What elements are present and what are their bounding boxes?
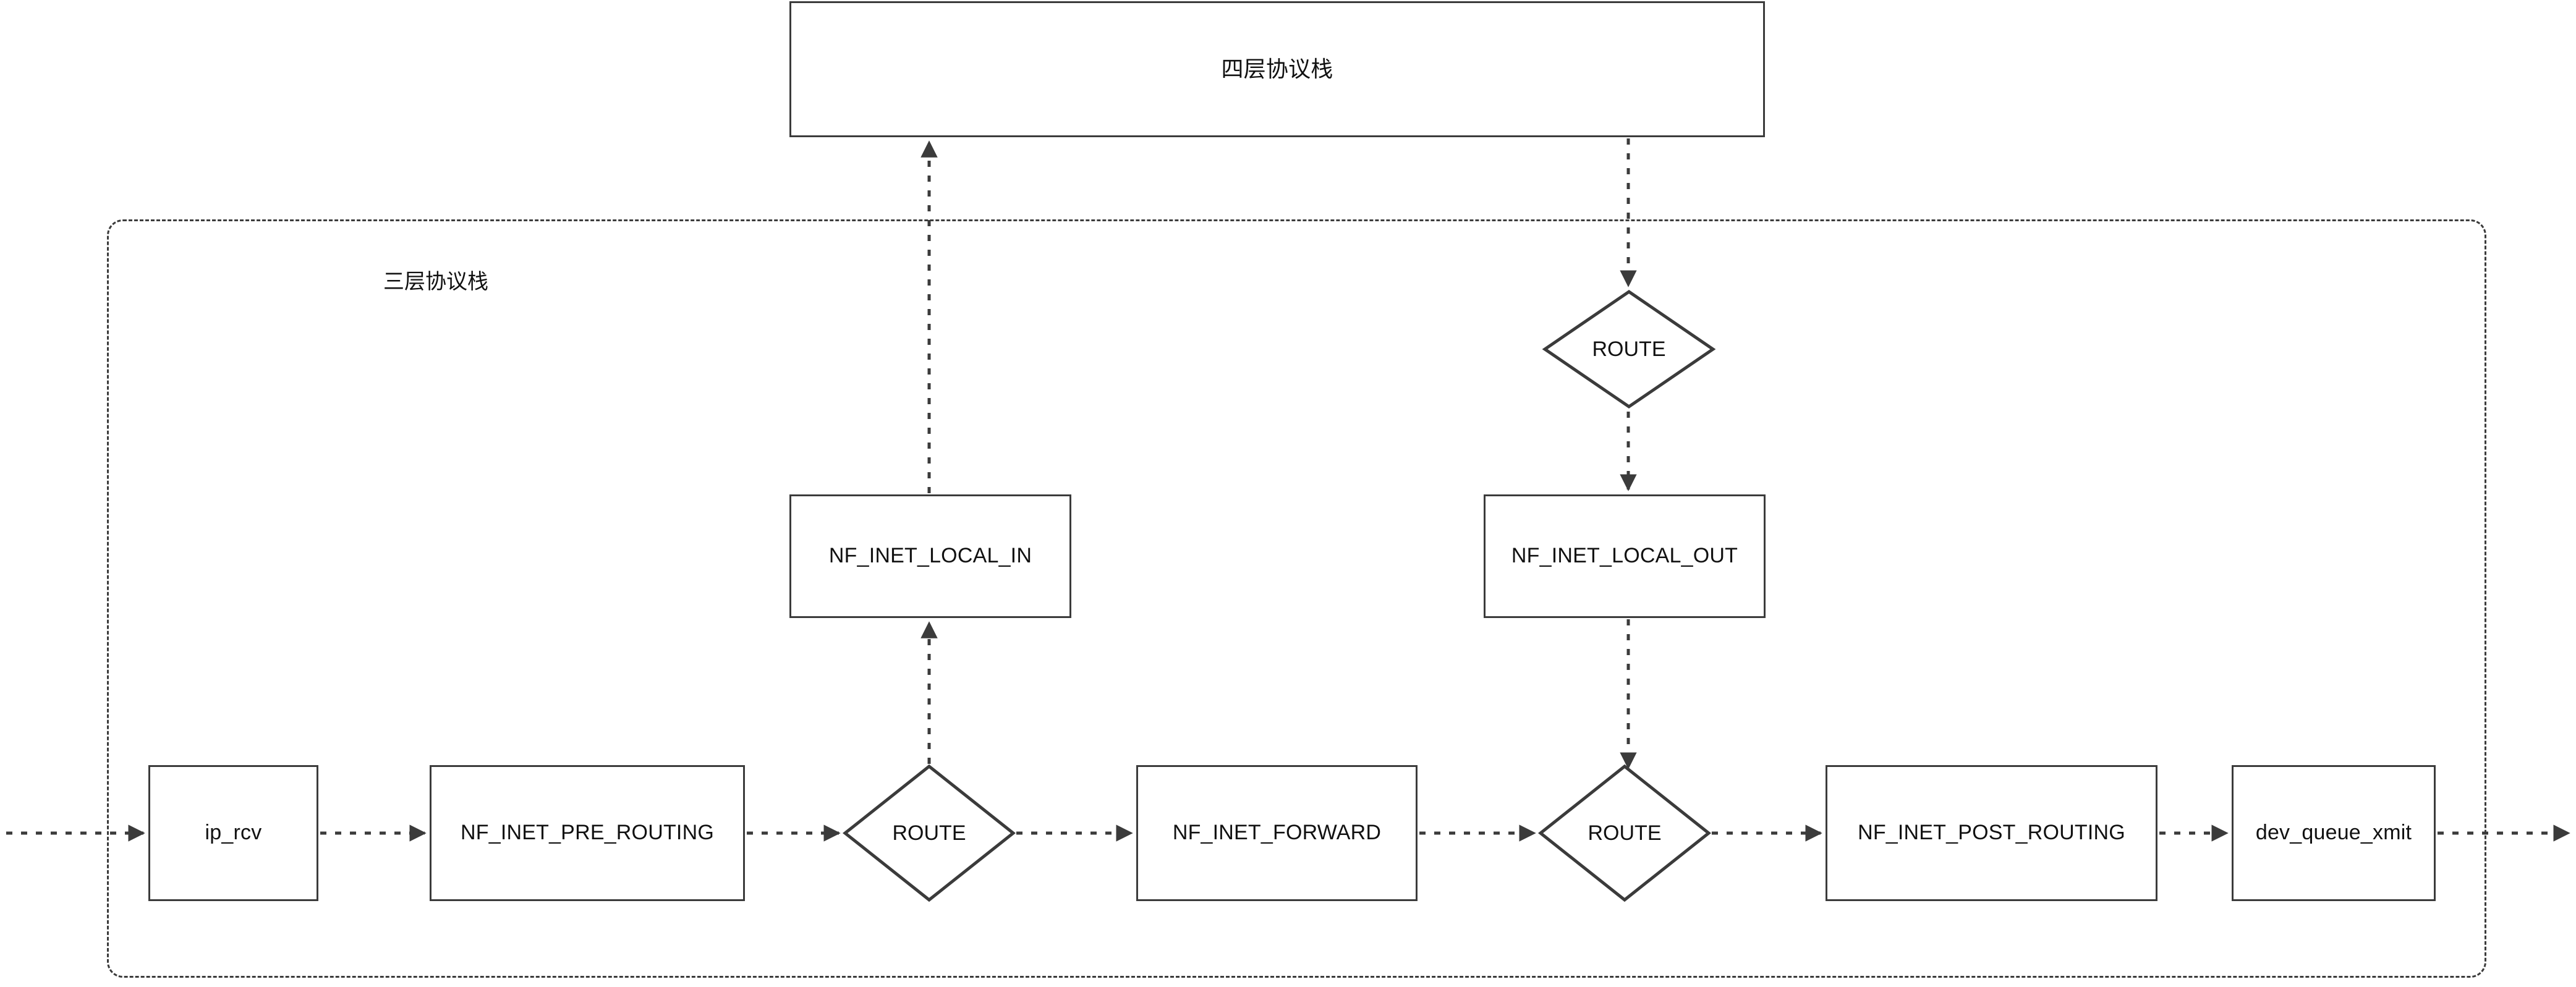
node-dev-queue-xmit[interactable]: dev_queue_xmit [2232,765,2436,901]
node-dev-queue-xmit-label: dev_queue_xmit [2255,821,2412,845]
node-nf-inet-post-routing[interactable]: NF_INET_POST_ROUTING [1826,765,2157,901]
node-nf-inet-local-in[interactable]: NF_INET_LOCAL_IN [789,494,1071,618]
node-route-fwd[interactable]: ROUTE [1537,764,1712,902]
zone-layer3-protocol-stack [107,219,2486,978]
node-nf-inet-local-out[interactable]: NF_INET_LOCAL_OUT [1484,494,1766,618]
node-route-fwd-label: ROUTE [1588,821,1662,845]
node-route-out[interactable]: ROUTE [1542,289,1716,409]
node-route-in[interactable]: ROUTE [842,764,1016,902]
node-nf-inet-local-out-label: NF_INET_LOCAL_OUT [1511,544,1738,568]
node-route-out-label: ROUTE [1592,337,1666,361]
node-route-in-label: ROUTE [892,821,966,845]
node-nf-inet-post-routing-label: NF_INET_POST_ROUTING [1858,821,2125,845]
node-ip-rcv[interactable]: ip_rcv [148,765,318,901]
node-layer4-protocol-stack[interactable]: 四层协议栈 [789,1,1765,137]
node-nf-inet-forward-label: NF_INET_FORWARD [1172,821,1382,845]
node-layer4-label: 四层协议栈 [1221,56,1333,82]
zone-layer3-label: 三层协议栈 [383,270,488,294]
node-nf-inet-pre-routing-label: NF_INET_PRE_ROUTING [461,821,714,845]
node-nf-inet-forward[interactable]: NF_INET_FORWARD [1136,765,1418,901]
node-ip-rcv-label: ip_rcv [205,821,262,845]
diamond-shape-route-out [1542,289,1716,409]
node-nf-inet-pre-routing[interactable]: NF_INET_PRE_ROUTING [430,765,745,901]
diamond-shape-route-fwd [1537,764,1712,902]
diamond-shape-route-in [842,764,1016,902]
node-nf-inet-local-in-label: NF_INET_LOCAL_IN [828,544,1032,568]
